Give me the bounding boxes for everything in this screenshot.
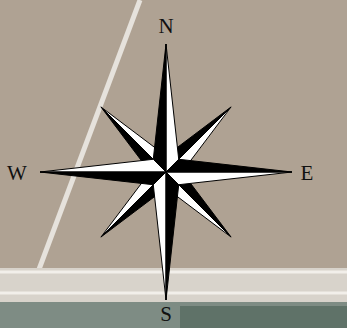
compass-point-dark: [40, 172, 166, 185]
road-edge: [0, 271, 347, 274]
cardinal-label: W: [7, 163, 27, 184]
vegetation-strip: [0, 302, 347, 328]
road-edge: [0, 292, 347, 295]
cardinal-label: S: [160, 304, 172, 325]
compass-rose: [40, 44, 292, 300]
compass-point-light: [40, 159, 166, 172]
cardinal-label: N: [158, 16, 173, 37]
compass-point-dark: [153, 44, 166, 172]
vegetation-strip: [180, 306, 347, 328]
compass-point-light: [166, 44, 179, 172]
road-band: [0, 268, 347, 302]
compass-point-light: [153, 172, 166, 300]
compass-point-dark: [166, 172, 179, 300]
compass-point-dark: [166, 159, 292, 172]
compass-point-light: [166, 172, 292, 185]
cardinal-label: E: [301, 163, 314, 184]
